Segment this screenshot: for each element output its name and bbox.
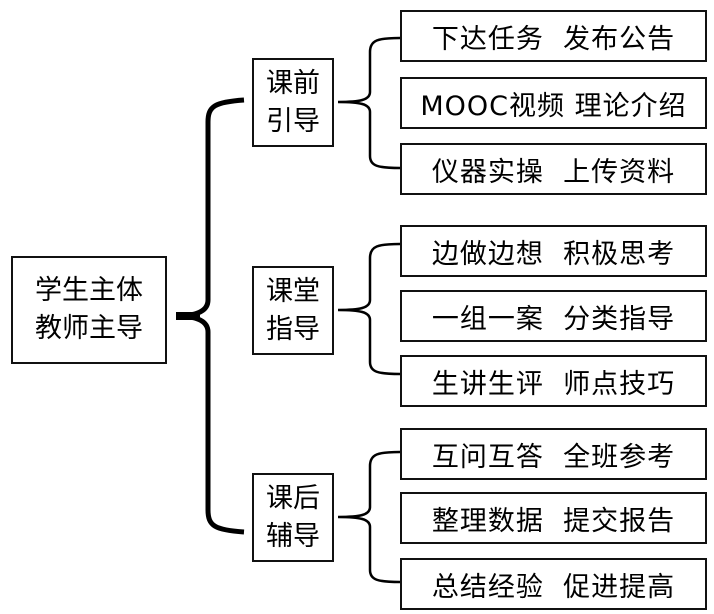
stage-label-line-2: 辅导 [266,520,320,552]
stage-box-in-class: 课堂指导 [252,266,334,355]
item-box: MOOC视频 理论介绍 [400,77,707,129]
stage-label-line-1: 课前 [266,67,320,99]
item-box: 一组一案 分类指导 [400,290,707,342]
item-text: MOOC视频 理论介绍 [420,90,687,122]
item-box: 下达任务 发布公告 [400,10,707,62]
stage-label-line-2: 引导 [266,105,320,137]
root-line-2: 教师主导 [35,313,143,344]
item-text: 下达任务 发布公告 [431,23,676,55]
stage-box-pre-class: 课前引导 [252,58,334,147]
item-box: 整理数据 提交报告 [400,492,707,544]
item-box: 生讲生评 师点技巧 [400,355,707,407]
stage-label-line-2: 指导 [266,313,320,345]
stage-brace-3 [337,450,401,584]
stage-brace-2 [337,242,401,376]
item-text: 边做边想 积极思考 [431,238,676,270]
stage-label-line-1: 课后 [266,482,320,514]
item-text: 整理数据 提交报告 [431,505,676,537]
stage-brace-1 [337,36,401,170]
item-text: 仪器实操 上传资料 [431,156,676,188]
item-box: 互问互答 全班参考 [400,428,707,480]
item-box: 总结经验 促进提高 [400,558,707,610]
item-box: 仪器实操 上传资料 [400,143,707,195]
item-box: 边做边想 积极思考 [400,225,707,277]
stage-box-after-class: 课后辅导 [252,473,334,562]
item-text: 总结经验 促进提高 [431,571,676,603]
item-text: 互问互答 全班参考 [431,441,676,473]
root-line-1: 学生主体 [35,275,143,306]
root-box: 学生主体 教师主导 [11,256,167,364]
stage-label-line-1: 课堂 [266,275,320,307]
item-text: 生讲生评 师点技巧 [431,368,676,400]
item-text: 一组一案 分类指导 [431,303,676,335]
